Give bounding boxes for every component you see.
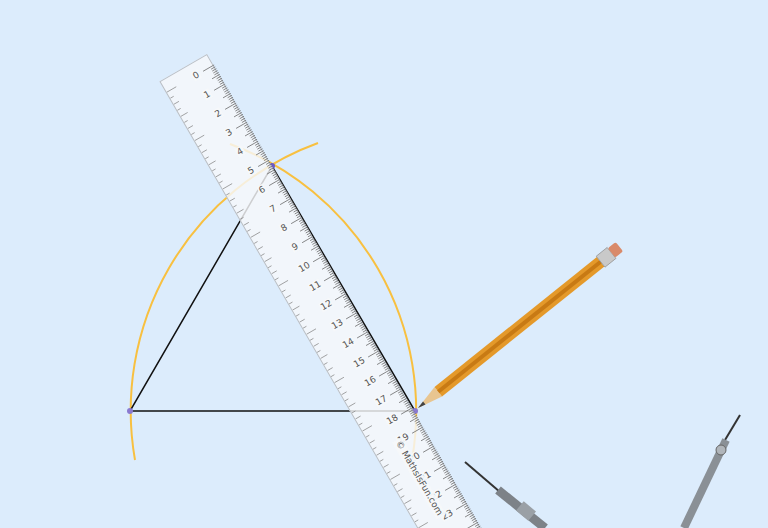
ruler-number: 7 xyxy=(267,202,279,215)
ruler-number: 16 xyxy=(361,373,378,388)
pencil xyxy=(414,241,624,413)
ruler-number: 12 xyxy=(317,297,334,312)
ruler-number: 4 xyxy=(234,145,246,158)
equilateral-triangle xyxy=(130,166,415,411)
ruler-number: 8 xyxy=(278,221,290,234)
ruler-number: 6 xyxy=(256,183,268,196)
ruler-number: 3 xyxy=(223,126,235,139)
ruler-number: 10 xyxy=(295,259,312,274)
ruler-number: 0 xyxy=(190,69,202,82)
ruler-number: 1 xyxy=(201,88,213,101)
compass xyxy=(465,415,740,528)
ruler-number: 11 xyxy=(306,278,323,293)
ruler-number: 2 xyxy=(212,107,224,120)
ruler-number: 18 xyxy=(383,411,400,426)
copyright-watermark: © MathsIsFun.com xyxy=(392,437,446,519)
ruler-number: 17 xyxy=(372,392,389,407)
ruler: 01234567891011121314151617181920212223© … xyxy=(159,54,497,528)
ruler-number: 13 xyxy=(328,316,345,331)
vertex-dot xyxy=(127,408,133,414)
ruler-number: 15 xyxy=(350,354,367,369)
ruler-ticks xyxy=(160,54,498,528)
ruler-number: 9 xyxy=(289,240,301,253)
ruler-number: 5 xyxy=(245,164,257,177)
ruler-number: 14 xyxy=(339,335,356,350)
